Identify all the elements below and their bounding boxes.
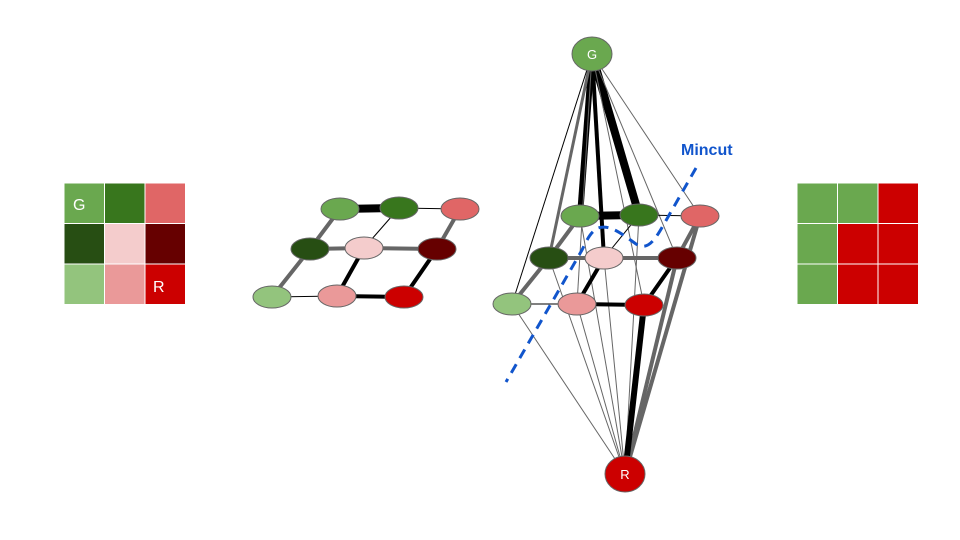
output-grid-cell-1-2: [877, 223, 919, 265]
input-grid-label-g: G: [73, 197, 85, 214]
output-grid-cell-1-1: [837, 223, 879, 265]
input-grid-cell-1-1: [104, 223, 146, 265]
mincut-line: [504, 167, 698, 383]
output-grid-cell-2-2: [877, 263, 919, 305]
flow-node-1-2: [657, 246, 697, 270]
input-grid-cell-0-0: [63, 182, 105, 224]
source-edge-2-2: [591, 53, 645, 306]
pixel-node-0-2: [440, 197, 480, 221]
pixel-node-0-0: [320, 197, 360, 221]
source-edge-2-1: [576, 53, 593, 305]
output-grid-cell-2-1: [837, 263, 879, 305]
source-edge-1-1: [590, 53, 606, 259]
sink-edge-1-2: [623, 257, 679, 475]
pixel-node-0-1: [379, 196, 419, 220]
sink-node: R: [604, 455, 646, 493]
source-edge-1-2: [591, 53, 678, 259]
pixel-graph: [252, 196, 480, 309]
sink-edge-1-0: [548, 257, 626, 475]
input-grid-cell-1-0: [63, 223, 105, 265]
flow-graph: G R: [492, 36, 720, 493]
source-edge-1-0: [547, 53, 594, 259]
source-edge-2-0: [511, 53, 593, 305]
input-grid-cell-2-0: [63, 263, 105, 305]
input-grid-cell-1-2: [144, 223, 186, 265]
input-grid: [63, 182, 186, 305]
input-grid-label-r: R: [153, 279, 165, 296]
flow-node-2-1: [557, 292, 597, 316]
sink-edge-2-2: [622, 304, 647, 475]
output-grid-cell-0-2: [877, 182, 919, 224]
sink-edge-2-1: [576, 303, 626, 475]
output-grid-cell-2-0: [796, 263, 838, 305]
output-grid-cell-0-1: [837, 182, 879, 224]
input-grid-cell-0-1: [104, 182, 146, 224]
output-grid-cell-0-0: [796, 182, 838, 224]
flow-graph-nodes: [492, 203, 720, 317]
flow-node-1-0: [529, 246, 569, 270]
output-grid: [796, 182, 919, 305]
flow-node-0-2: [680, 204, 720, 228]
input-grid-cell-2-2: [144, 263, 186, 305]
pixel-node-1-2: [417, 237, 457, 261]
pixel-node-1-0: [290, 237, 330, 261]
source-edge-0-2: [591, 53, 701, 217]
input-grid-cell-2-1: [104, 263, 146, 305]
pixel-graph-nodes: [252, 196, 480, 309]
sink-edge-1-1: [603, 257, 626, 475]
flow-node-0-0: [560, 204, 600, 228]
sink-label: R: [620, 467, 629, 482]
pixel-node-2-2: [384, 285, 424, 309]
input-grid-cell-0-2: [144, 182, 186, 224]
pixel-node-2-1: [317, 284, 357, 308]
flow-node-2-0: [492, 292, 532, 316]
sink-edge-2-0: [511, 303, 626, 475]
output-grid-cell-1-0: [796, 223, 838, 265]
source-edge-0-1: [588, 52, 643, 217]
flow-node-2-2: [624, 293, 664, 317]
mincut-label: Mincut: [681, 142, 733, 159]
pixel-node-2-0: [252, 285, 292, 309]
flow-node-1-1: [584, 246, 624, 270]
source-label: G: [587, 47, 597, 62]
source-node: G: [571, 36, 613, 72]
pixel-node-1-1: [344, 236, 384, 260]
flow-node-0-1: [619, 203, 659, 227]
